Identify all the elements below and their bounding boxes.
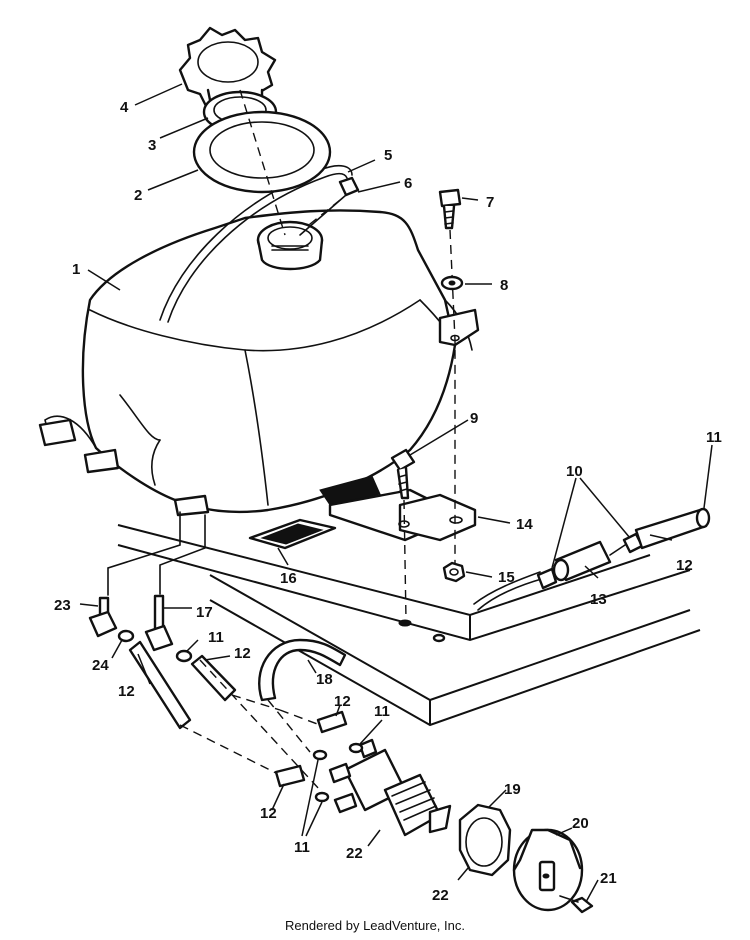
nut xyxy=(442,561,466,583)
mount-bolt xyxy=(438,188,462,230)
leader-lines xyxy=(79,83,713,903)
callout-11-b: 11 xyxy=(208,629,224,646)
hose-left xyxy=(128,640,306,788)
fuel-filter-assembly xyxy=(473,507,711,611)
callout-12-c: 12 xyxy=(334,693,351,710)
cap-axis xyxy=(239,89,286,236)
hose-mid xyxy=(190,654,348,734)
callout-21: 21 xyxy=(600,870,617,887)
fitting-17 xyxy=(144,594,193,663)
fitting-24 xyxy=(88,596,135,643)
washer xyxy=(440,275,464,291)
vent-fitting xyxy=(299,176,360,236)
knob-screw xyxy=(559,895,594,914)
callout-10: 10 xyxy=(566,463,583,480)
callout-22: 22 xyxy=(432,887,449,904)
callout-12-d: 12 xyxy=(260,805,277,822)
tank-strap xyxy=(319,475,477,542)
callout-23: 22 xyxy=(346,845,363,862)
callout-24: 23 xyxy=(54,597,71,614)
callout-12-a: 12 xyxy=(118,683,135,700)
callout-8: 8 xyxy=(500,277,508,294)
callout-7: 7 xyxy=(486,194,494,211)
callout-13: 13 xyxy=(590,591,607,608)
tank-pad-shadow xyxy=(260,523,324,545)
hose-18 xyxy=(199,638,347,791)
callout-16: 16 xyxy=(280,570,297,587)
callout-11-d: 11 xyxy=(294,839,310,856)
callout-11-c: 11 xyxy=(374,703,390,720)
callout-1: 1 xyxy=(72,261,80,278)
callout-11: 11 xyxy=(706,429,722,446)
fuel-petcock xyxy=(328,738,452,837)
strap-bolt xyxy=(390,448,416,500)
callout-17: 17 xyxy=(196,604,213,621)
o-rings xyxy=(312,742,364,803)
callout-labels: 1 2 3 4 5 6 7 8 9 10 11 12 13 14 15 16 1… xyxy=(54,99,722,904)
callout-3: 3 xyxy=(148,137,156,154)
frame-rails xyxy=(117,524,701,727)
footer-credit: Rendered by LeadVenture, Inc. xyxy=(285,918,465,933)
callout-6: 6 xyxy=(404,175,412,192)
callout-15: 15 xyxy=(498,569,515,586)
callout-19: 19 xyxy=(504,781,521,798)
callout-2: 2 xyxy=(134,187,142,204)
callout-11-a: 24 xyxy=(92,657,109,674)
callout-12-right: 12 xyxy=(676,557,693,574)
callout-20: 20 xyxy=(572,815,589,832)
bolt-axis xyxy=(449,229,456,580)
callout-14: 14 xyxy=(516,516,533,533)
strap-bolt-axis xyxy=(403,499,407,621)
petcock-nut xyxy=(458,803,512,877)
callout-18: 18 xyxy=(316,671,333,688)
leader-24-tab xyxy=(107,511,181,596)
fuel-tank xyxy=(38,164,480,517)
callout-5: 5 xyxy=(384,147,392,164)
callout-9: 9 xyxy=(470,410,478,427)
petcock-knob xyxy=(512,828,584,912)
filler-ring xyxy=(192,110,332,194)
leader-17-tab xyxy=(159,514,206,595)
callout-12-b: 12 xyxy=(234,645,251,662)
callout-4: 4 xyxy=(120,99,129,116)
